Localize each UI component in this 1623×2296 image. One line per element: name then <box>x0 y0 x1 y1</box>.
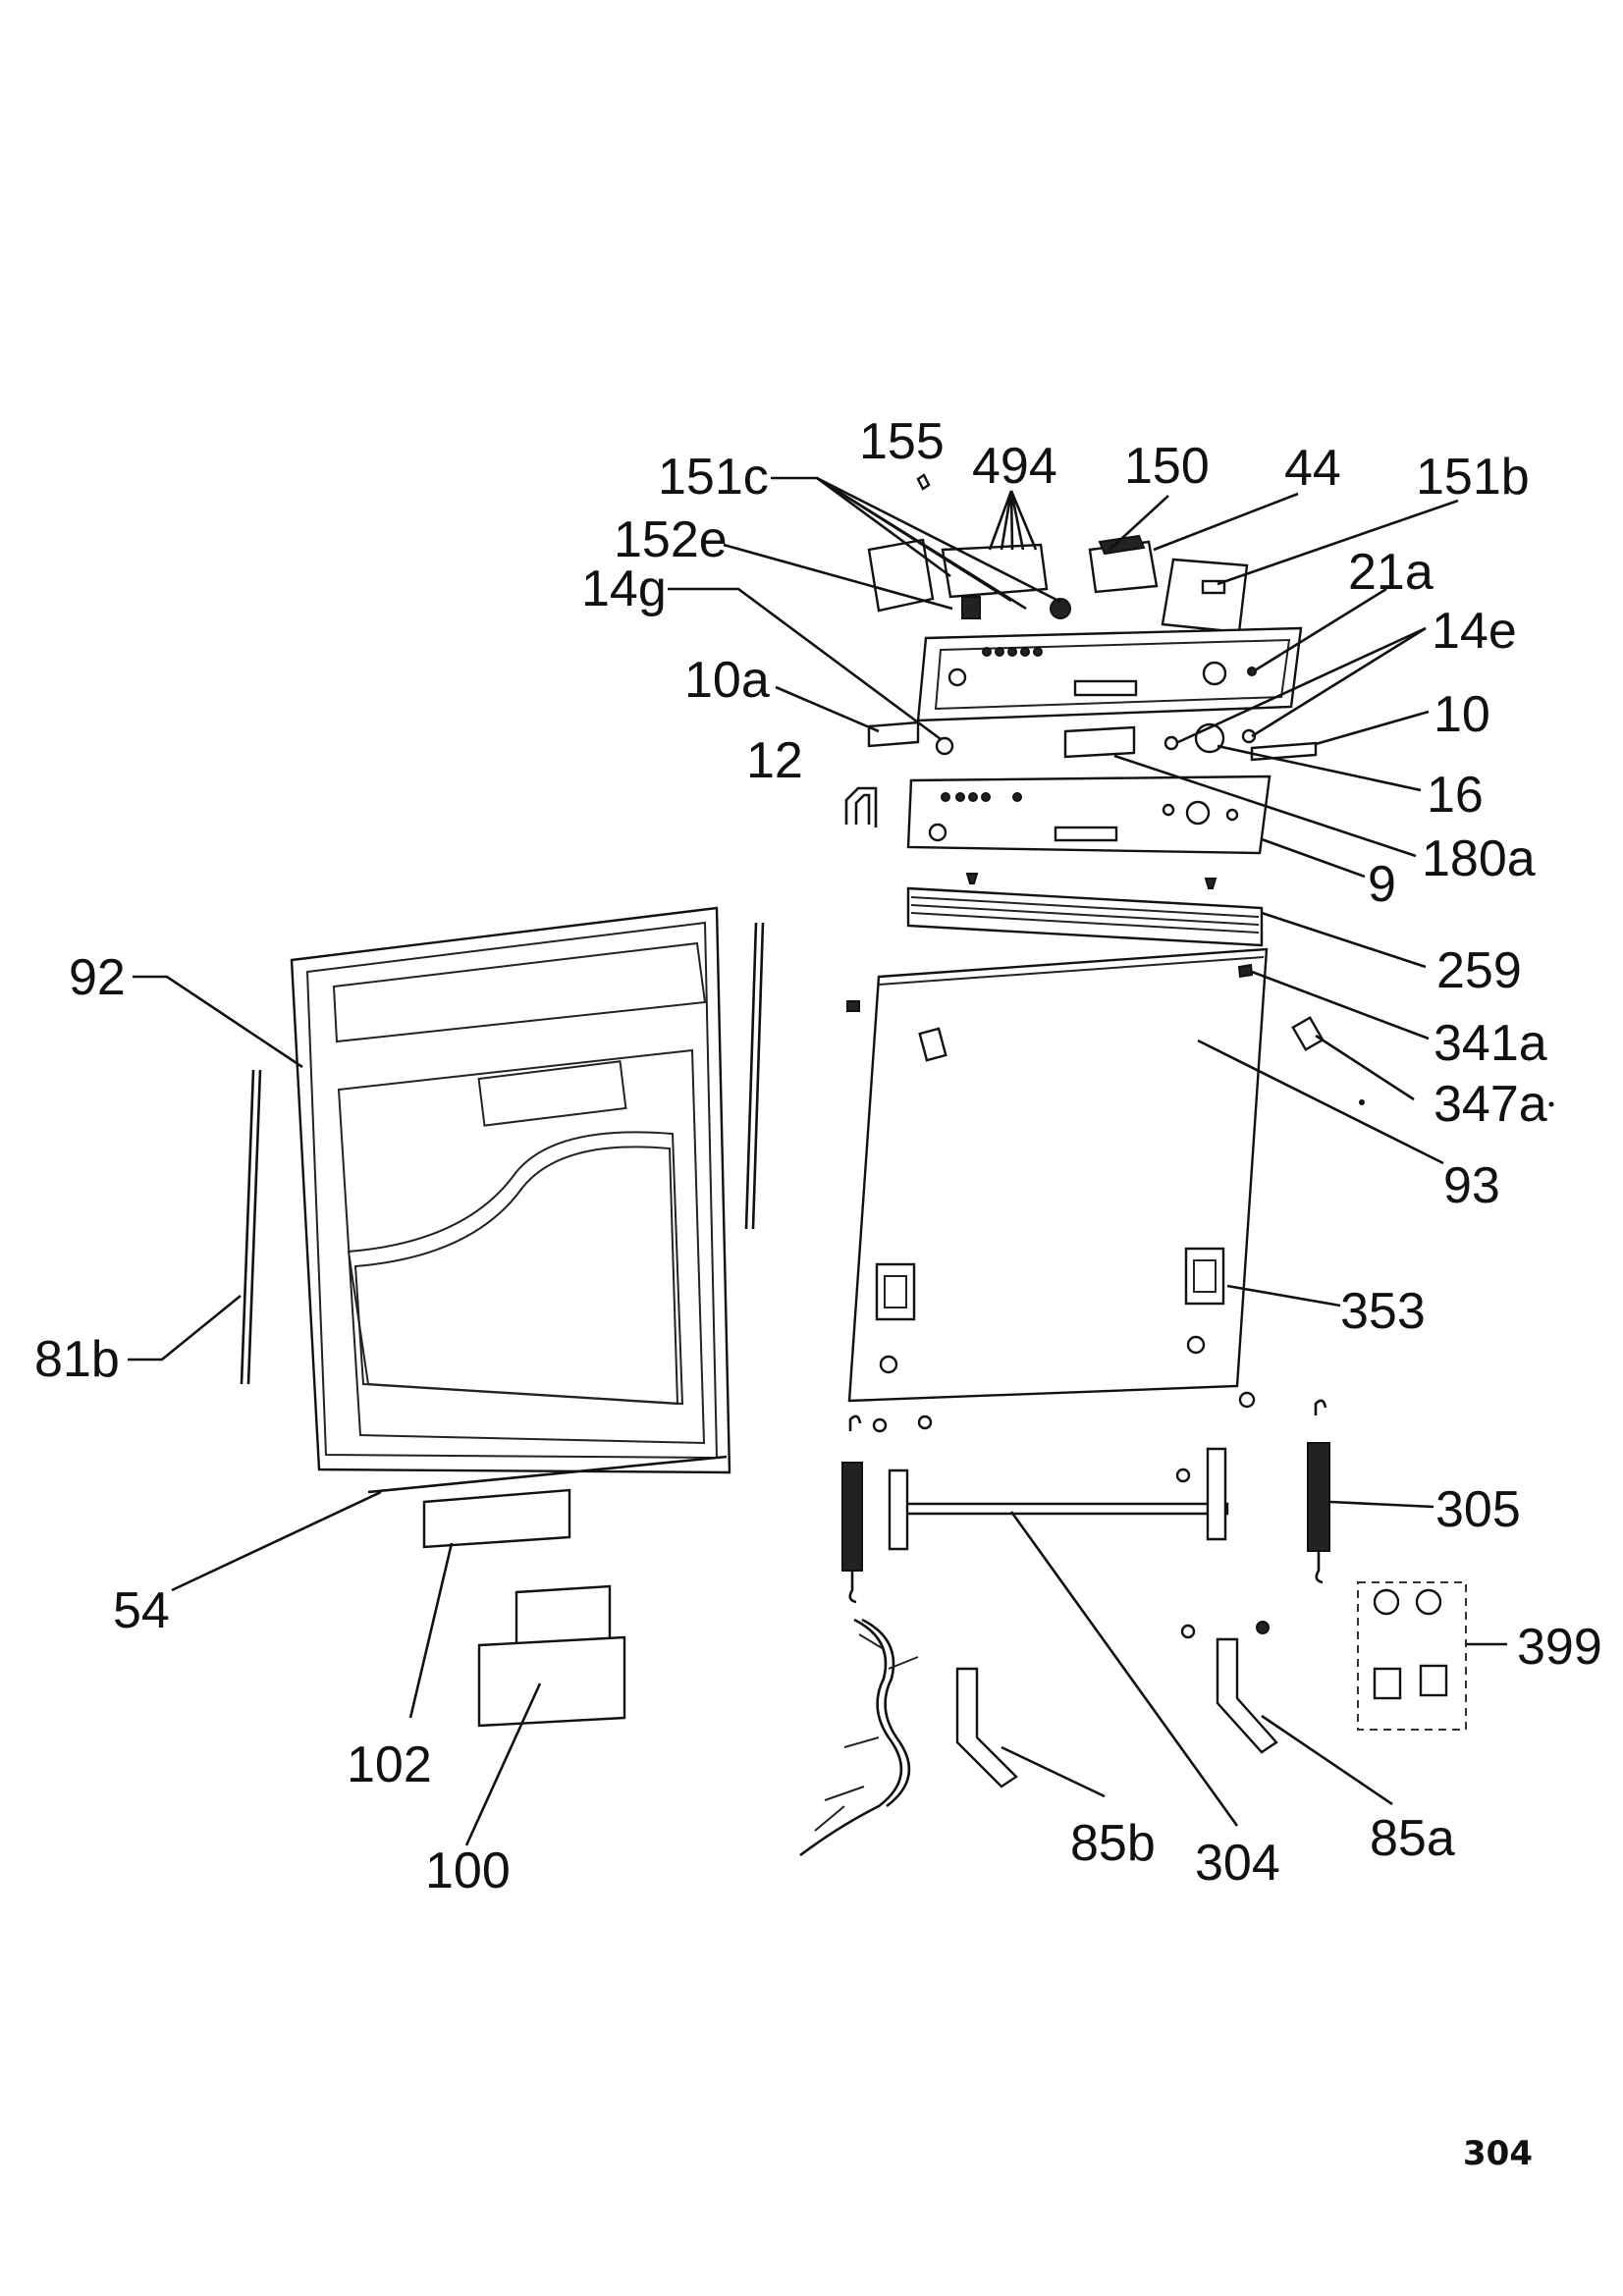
callout-10a: 10a <box>684 652 770 709</box>
callout-102: 102 <box>347 1736 432 1793</box>
callout-341a: 341a <box>1434 1015 1547 1072</box>
callout-54: 54 <box>113 1582 170 1639</box>
callout-100: 100 <box>425 1842 511 1899</box>
callout-85a: 85a <box>1370 1810 1455 1867</box>
outer-door-panel-group <box>846 947 1554 1403</box>
callout-305: 305 <box>1435 1481 1521 1538</box>
callout-155: 155 <box>859 413 945 470</box>
callout-10: 10 <box>1434 686 1490 743</box>
callout-304: 304 <box>1195 1835 1280 1892</box>
callout-81b: 81b <box>34 1331 120 1388</box>
callout-150: 150 <box>1124 438 1210 495</box>
callout-399: 399 <box>1517 1619 1602 1676</box>
callout-14g: 14g <box>581 561 667 617</box>
callout-16: 16 <box>1427 767 1484 824</box>
control-electronics-group <box>844 473 1318 947</box>
callout-494: 494 <box>972 438 1057 495</box>
callout-44: 44 <box>1284 440 1341 497</box>
leader-lines <box>128 476 1507 1846</box>
callout-93: 93 <box>1443 1157 1500 1214</box>
callout-85b: 85b <box>1070 1815 1156 1872</box>
callout-9: 9 <box>1368 856 1396 913</box>
callout-151b: 151b <box>1416 449 1530 506</box>
callout-353: 353 <box>1340 1283 1426 1340</box>
lower-components-group <box>422 1391 1467 1857</box>
callout-180a: 180a <box>1422 830 1536 887</box>
page-number: 304 <box>1463 2134 1533 2173</box>
inner-door-liner-group <box>240 906 765 1494</box>
callout-92: 92 <box>69 949 126 1006</box>
callout-152e: 152e <box>614 511 728 568</box>
callout-labels: 155 494 150 44 151c 151b 152e 14g 21a 14… <box>34 413 1602 2173</box>
callout-21a: 21a <box>1348 544 1434 601</box>
callout-151c: 151c <box>658 449 769 506</box>
callout-14e: 14e <box>1432 603 1517 660</box>
callout-347a: 347a <box>1434 1076 1547 1133</box>
callout-12: 12 <box>746 732 803 789</box>
callout-259: 259 <box>1436 942 1522 999</box>
